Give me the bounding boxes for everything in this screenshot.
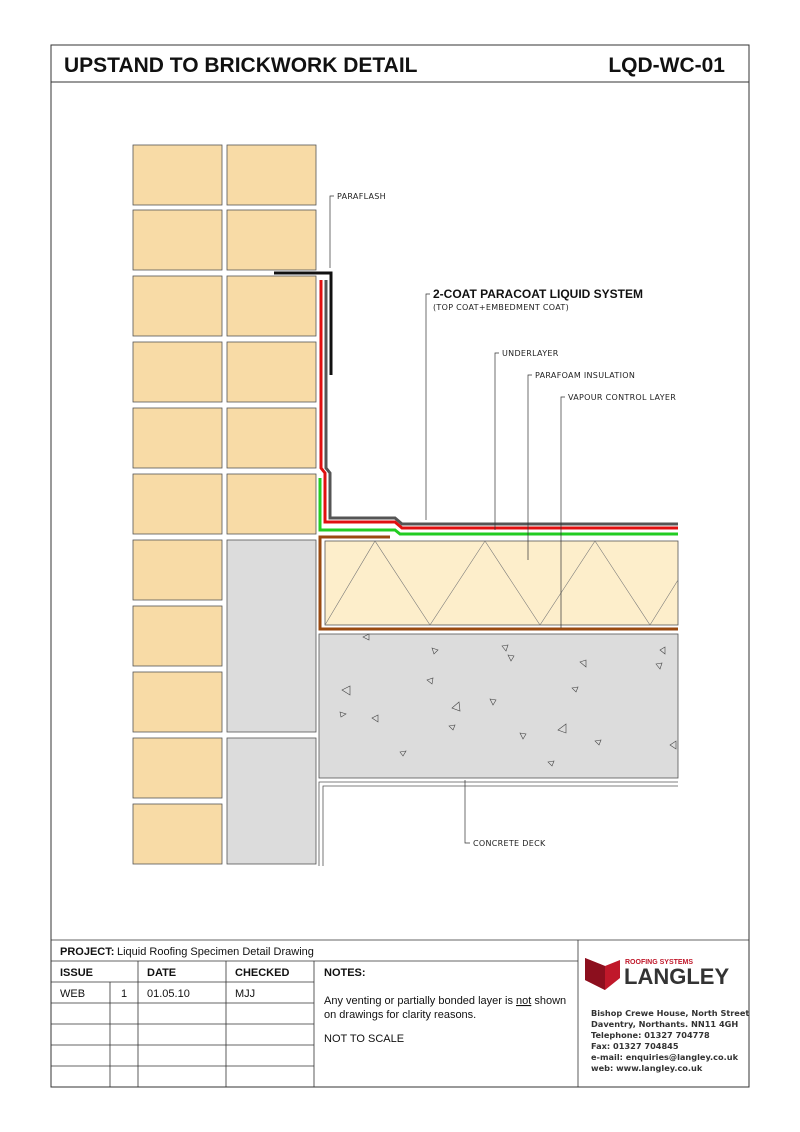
svg-text:Daventry, Northants. NN11 4GH: Daventry, Northants. NN11 4GH (591, 1019, 738, 1029)
note-1: Any venting or partially bonded layer is… (324, 995, 566, 1007)
label-system: 2-COAT PARACOAT LIQUID SYSTEM (433, 287, 643, 301)
cell-issue: WEB (60, 988, 85, 1000)
insulation (324, 540, 679, 626)
liquid-membrane (318, 280, 678, 536)
notes-label: NOTES: (324, 967, 366, 979)
svg-text:web: www.langley.co.uk: web: www.langley.co.uk (591, 1063, 703, 1073)
concrete-deck (318, 633, 679, 866)
svg-text:ROOFING SYSTEMS: ROOFING SYSTEMS (625, 959, 693, 966)
svg-text:LANGLEY: LANGLEY (624, 964, 729, 989)
svg-text:Fax: 01327 704845: Fax: 01327 704845 (591, 1041, 679, 1051)
col-date: DATE (147, 967, 176, 979)
drawing-number: LQD-WC-01 (608, 54, 725, 77)
cell-date: 01.05.10 (147, 988, 190, 1000)
project-value: Liquid Roofing Specimen Detail Drawing (117, 946, 314, 958)
company-address: Bishop Crewe House, North Street Daventr… (591, 1008, 749, 1073)
project-label: PROJECT: (60, 946, 114, 958)
paraflash (274, 271, 333, 375)
label-concrete-deck: CONCRETE DECK (473, 839, 546, 848)
cell-rev: 1 (121, 988, 127, 1000)
sheet-border (50, 44, 750, 1088)
note-2: NOT TO SCALE (324, 1033, 404, 1045)
svg-text:Bishop Crewe House, North Stre: Bishop Crewe House, North Street (591, 1008, 749, 1018)
label-system-sub: (TOP COAT+EMBEDMENT COAT) (433, 303, 569, 312)
brickwork (132, 144, 317, 865)
cell-checked: MJJ (235, 988, 255, 1000)
label-paraflash: PARAFLASH (337, 192, 386, 201)
svg-text:Telephone: 01327 704778: Telephone: 01327 704778 (591, 1030, 710, 1040)
svg-text:e-mail: enquiries@langley.co.u: e-mail: enquiries@langley.co.uk (591, 1052, 739, 1062)
drawing-title: UPSTAND TO BRICKWORK DETAIL (64, 54, 418, 77)
label-vcl: VAPOUR CONTROL LAYER (568, 393, 676, 402)
vapour-control-layer (318, 535, 678, 631)
label-underlayer: UNDERLAYER (502, 349, 559, 358)
note-1-cont: on drawings for clarity reasons. (324, 1009, 476, 1021)
title-block (51, 939, 749, 1087)
col-issue: ISSUE (60, 967, 93, 979)
label-insulation: PARAFOAM INSULATION (535, 371, 635, 380)
langley-logo: ROOFING SYSTEMS LANGLEY (585, 958, 729, 990)
col-checked: CHECKED (235, 967, 289, 979)
